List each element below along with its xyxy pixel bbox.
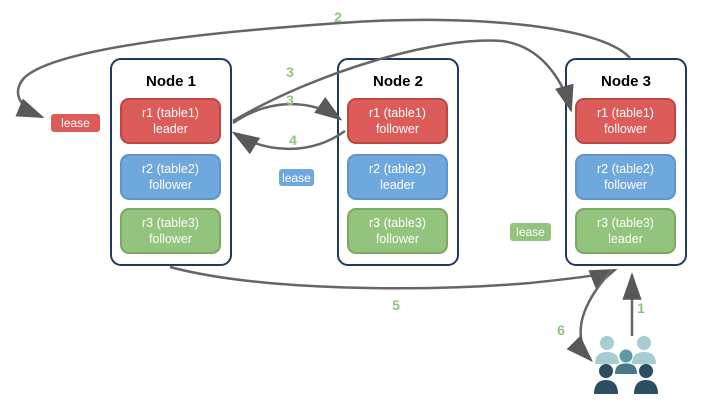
- step-label-3b: 3: [286, 92, 294, 108]
- step-label-4: 4: [289, 132, 297, 148]
- replica-name: r1 (table1): [597, 105, 654, 120]
- node-2-replica-r3: r3 (table3) follower: [347, 208, 448, 254]
- node-2-replica-r1: r1 (table1) follower: [347, 98, 448, 144]
- node-3-replica-r3: r3 (table3) leader: [575, 208, 676, 254]
- node-2-title: Node 2: [372, 73, 423, 90]
- replica-name: r1 (table1): [142, 105, 199, 120]
- replica-role: leader: [608, 232, 643, 246]
- node-1-replica-r3: r3 (table3) follower: [120, 208, 221, 254]
- replica-name: r2 (table2): [142, 161, 199, 176]
- replica-name: r3 (table3): [142, 215, 199, 230]
- node-1-replica-r1: r1 (table1) leader: [120, 98, 221, 144]
- replica-name: r2 (table2): [597, 161, 654, 176]
- replica-name: r3 (table3): [597, 215, 654, 230]
- replica-role: follower: [375, 122, 420, 136]
- node-1-replica-r2: r2 (table2) follower: [120, 154, 221, 200]
- replica-role: follower: [148, 178, 193, 192]
- replica-role: follower: [603, 178, 648, 192]
- lease-badge-table3: lease: [508, 221, 553, 243]
- step-label-6: 6: [557, 322, 565, 338]
- replica-role: leader: [153, 122, 188, 136]
- node-1-title: Node 1: [145, 73, 196, 90]
- replica-name: r1 (table1): [369, 105, 426, 120]
- node-3: Node 3 r1 (table1) follower r2 (table2) …: [565, 58, 687, 266]
- step-label-3a: 3: [286, 64, 294, 80]
- node-3-title: Node 3: [600, 73, 651, 90]
- node-3-replica-r2: r2 (table2) follower: [575, 154, 676, 200]
- step-label-2: 2: [334, 9, 342, 25]
- replica-role: follower: [148, 232, 193, 246]
- step-label-5: 5: [392, 297, 400, 313]
- node-3-replica-r1: r1 (table1) follower: [575, 98, 676, 144]
- step-label-1: 1: [637, 300, 645, 316]
- lease-badge-table2: lease: [277, 167, 316, 188]
- node-1: Node 1 r1 (table1) leader r2 (table2) fo…: [110, 58, 232, 266]
- replica-name: r2 (table2): [369, 161, 426, 176]
- arrow-step5: [169, 265, 618, 290]
- replica-role: follower: [375, 232, 420, 246]
- replica-name: r3 (table3): [369, 215, 426, 230]
- replica-role: follower: [603, 122, 648, 136]
- lease-badge-table1: lease: [49, 112, 102, 134]
- node-2-replica-r2: r2 (table2) leader: [347, 154, 448, 200]
- replica-role: leader: [380, 178, 415, 192]
- node-2: Node 2 r1 (table1) follower r2 (table2) …: [337, 58, 459, 266]
- users-icon: [594, 336, 658, 394]
